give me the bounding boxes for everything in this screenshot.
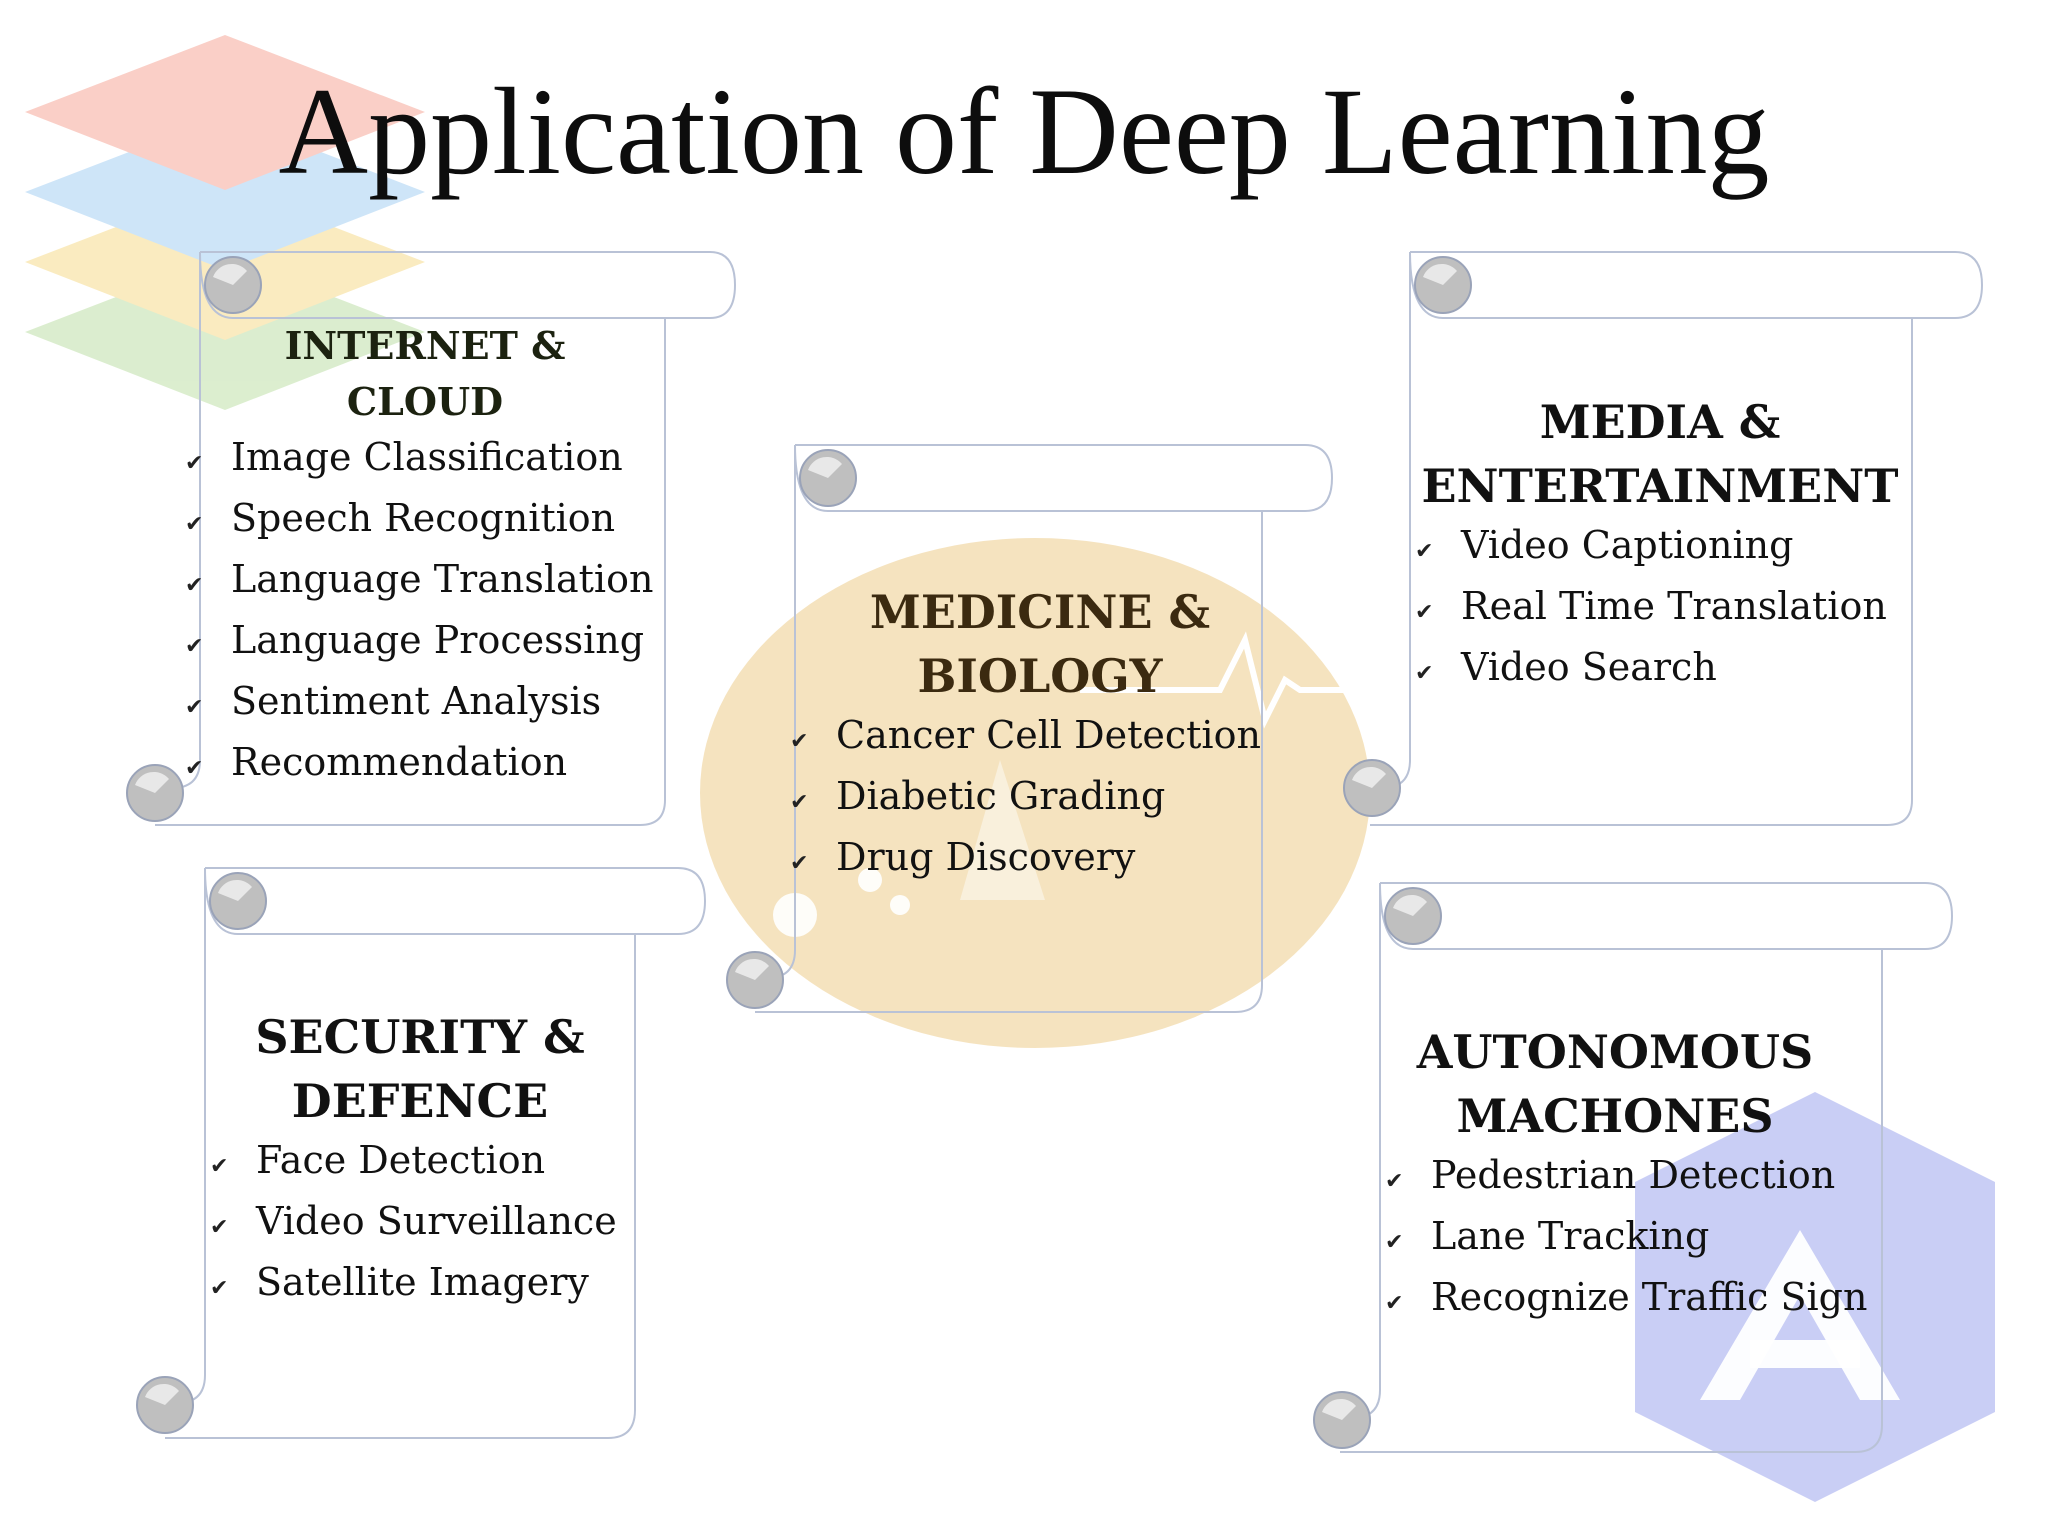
check-icon: ✔ (1385, 1169, 1404, 1194)
list-item: ✔ Language Processing (185, 613, 665, 674)
list-item: ✔ Recognize Traffic Sign (1385, 1270, 1875, 1331)
list-item: ✔ Recommendation (185, 735, 665, 796)
list-item: ✔ Lane Tracking (1385, 1209, 1875, 1270)
item-label: Video Surveillance (256, 1199, 617, 1243)
item-label: Drug Discovery (836, 835, 1136, 879)
check-icon: ✔ (210, 1276, 229, 1301)
card-title-line: AUTONOMOUS (1416, 1025, 1814, 1079)
card-security-defence: SECURITY & DEFENCE ✔ Face Detection ✔ Vide… (210, 1005, 630, 1316)
card-autonomous-machones: AUTONOMOUS MACHONES ✔ Pedestrian Detectio… (1385, 1020, 1875, 1331)
card-title-line: ENTERTAINMENT (1421, 459, 1899, 513)
item-label: Image Classification (231, 435, 623, 479)
list-item: ✔ Video Surveillance (210, 1194, 630, 1255)
list-item: ✔ Video Captioning (1415, 518, 1905, 579)
scroll-curl-icon (1313, 1391, 1371, 1449)
scroll-curl-icon (136, 1376, 194, 1434)
check-icon: ✔ (185, 756, 204, 781)
check-icon: ✔ (210, 1215, 229, 1240)
scroll-curl-icon (204, 256, 262, 314)
item-list: ✔ Cancer Cell Detection ✔ Diabetic Grading… (790, 708, 1290, 891)
list-item: ✔ Cancer Cell Detection (790, 708, 1290, 769)
check-icon: ✔ (185, 512, 204, 537)
list-item: ✔ Satellite Imagery (210, 1255, 630, 1316)
card-title: INTERNET & CLOUD (185, 318, 665, 430)
medical-watermark (700, 538, 1380, 1048)
scroll-curl-icon (799, 449, 857, 507)
list-item: ✔ Real Time Translation (1415, 579, 1905, 640)
item-label: Video Search (1461, 645, 1717, 689)
card-title-line: CLOUD (346, 379, 504, 424)
check-icon: ✔ (185, 695, 204, 720)
check-icon: ✔ (790, 851, 809, 876)
item-list: ✔ Video Captioning ✔ Real Time Translation… (1415, 518, 1905, 701)
item-list: ✔ Face Detection ✔ Video Surveillance ✔ Sat… (210, 1133, 630, 1316)
card-media-entertainment: MEDIA & ENTERTAINMENT ✔ Video Captioning … (1415, 390, 1905, 701)
card-internet-cloud: INTERNET & CLOUD ✔ Image Classification ✔… (185, 318, 665, 796)
scroll-curl-icon (726, 951, 784, 1009)
item-label: Language Translation (231, 557, 654, 601)
check-icon: ✔ (790, 729, 809, 754)
item-list: ✔ Pedestrian Detection ✔ Lane Tracking ✔ Re… (1385, 1148, 1875, 1331)
item-label: Diabetic Grading (836, 774, 1166, 818)
check-icon: ✔ (1385, 1291, 1404, 1316)
list-item: ✔ Face Detection (210, 1133, 630, 1194)
card-title: MEDICINE & BIOLOGY (790, 580, 1290, 708)
item-label: Recommendation (231, 740, 568, 784)
scroll-curl-icon (1384, 887, 1442, 945)
check-icon: ✔ (1415, 600, 1434, 625)
item-label: Face Detection (256, 1138, 546, 1182)
check-icon: ✔ (185, 451, 204, 476)
list-item: ✔ Sentiment Analysis (185, 674, 665, 735)
check-icon: ✔ (1415, 539, 1434, 564)
card-title-line: MEDICINE & (869, 585, 1211, 639)
check-icon: ✔ (790, 790, 809, 815)
item-list: ✔ Image Classification ✔ Speech Recognitio… (185, 430, 665, 796)
card-title-line: DEFENCE (291, 1074, 549, 1128)
item-label: Pedestrian Detection (1431, 1153, 1836, 1197)
card-medicine-biology: MEDICINE & BIOLOGY ✔ Cancer Cell Detectio… (790, 580, 1290, 891)
card-title-line: BIOLOGY (917, 649, 1163, 703)
card-title-line: MEDIA & (1539, 395, 1781, 449)
list-item: ✔ Speech Recognition (185, 491, 665, 552)
item-label: Lane Tracking (1431, 1214, 1710, 1258)
card-title-line: MACHONES (1456, 1089, 1774, 1143)
check-icon: ✔ (1415, 661, 1434, 686)
item-label: Video Captioning (1461, 523, 1794, 567)
check-icon: ✔ (210, 1154, 229, 1179)
item-label: Recognize Traffic Sign (1431, 1275, 1868, 1319)
card-title-line: SECURITY & (255, 1010, 585, 1064)
scroll-curl-icon (1414, 256, 1472, 314)
item-label: Speech Recognition (231, 496, 616, 540)
list-item: ✔ Image Classification (185, 430, 665, 491)
card-title: SECURITY & DEFENCE (210, 1005, 630, 1133)
check-icon: ✔ (185, 573, 204, 598)
check-icon: ✔ (185, 634, 204, 659)
card-title-line: INTERNET & (284, 323, 566, 368)
scroll-curl-icon (126, 764, 184, 822)
hexagon-watermark (1635, 1092, 1995, 1502)
item-label: Satellite Imagery (256, 1260, 589, 1304)
list-item: ✔ Diabetic Grading (790, 769, 1290, 830)
list-item: ✔ Language Translation (185, 552, 665, 613)
scroll-curl-icon (1343, 759, 1401, 817)
item-label: Language Processing (231, 618, 645, 662)
item-label: Sentiment Analysis (231, 679, 602, 723)
page-title: Application of Deep Learning (278, 63, 1770, 200)
list-item: ✔ Pedestrian Detection (1385, 1148, 1875, 1209)
check-icon: ✔ (1385, 1230, 1404, 1255)
card-title: AUTONOMOUS MACHONES (1385, 1020, 1845, 1148)
scroll-curl-icon (209, 872, 267, 930)
item-label: Real Time Translation (1461, 584, 1887, 628)
item-label: Cancer Cell Detection (836, 713, 1261, 757)
list-item: ✔ Video Search (1415, 640, 1905, 701)
list-item: ✔ Drug Discovery (790, 830, 1290, 891)
card-title: MEDIA & ENTERTAINMENT (1415, 390, 1905, 518)
